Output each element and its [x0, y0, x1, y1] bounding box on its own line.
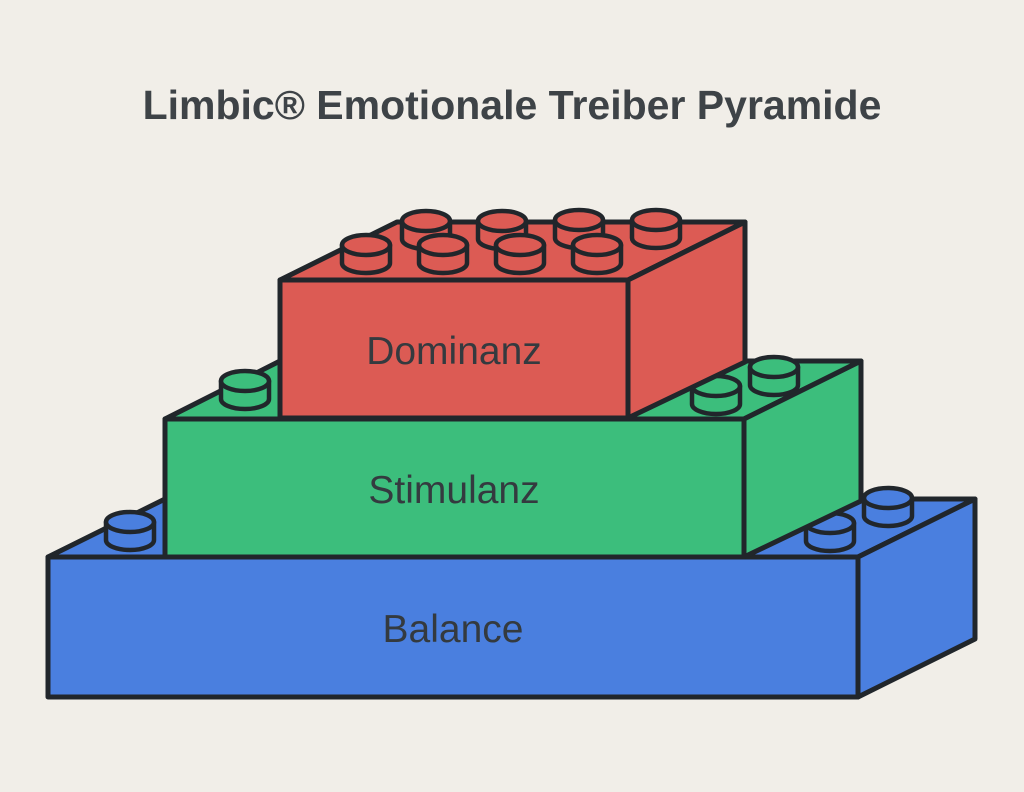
- brick-balance-stud-front-left: [103, 509, 157, 553]
- brick-dominanz-stud-front-2: [416, 232, 470, 276]
- brick-balance-stud-back-right: [861, 485, 915, 529]
- brick-dominanz-stud-front-4: [570, 232, 624, 276]
- level-label-balance: Balance: [383, 608, 524, 651]
- brick-dominanz-stud-front-3: [493, 232, 547, 276]
- brick-dominanz-stud-front-1: [339, 232, 393, 276]
- level-label-stimulanz: Stimulanz: [368, 469, 539, 512]
- level-label-dominanz: Dominanz: [366, 330, 542, 373]
- brick-stimulanz-stud-front-left: [218, 368, 272, 412]
- brick-stimulanz-stud-back-right: [747, 354, 801, 398]
- brick-dominanz: Dominanz: [277, 207, 748, 421]
- diagram-title: Limbic® Emotionale Treiber Pyramide: [143, 82, 882, 128]
- brick-dominanz-stud-back-4: [629, 207, 683, 251]
- brick-dominanz-stud-back-2: [475, 208, 529, 252]
- brick-dominanz-front-face: [277, 277, 631, 421]
